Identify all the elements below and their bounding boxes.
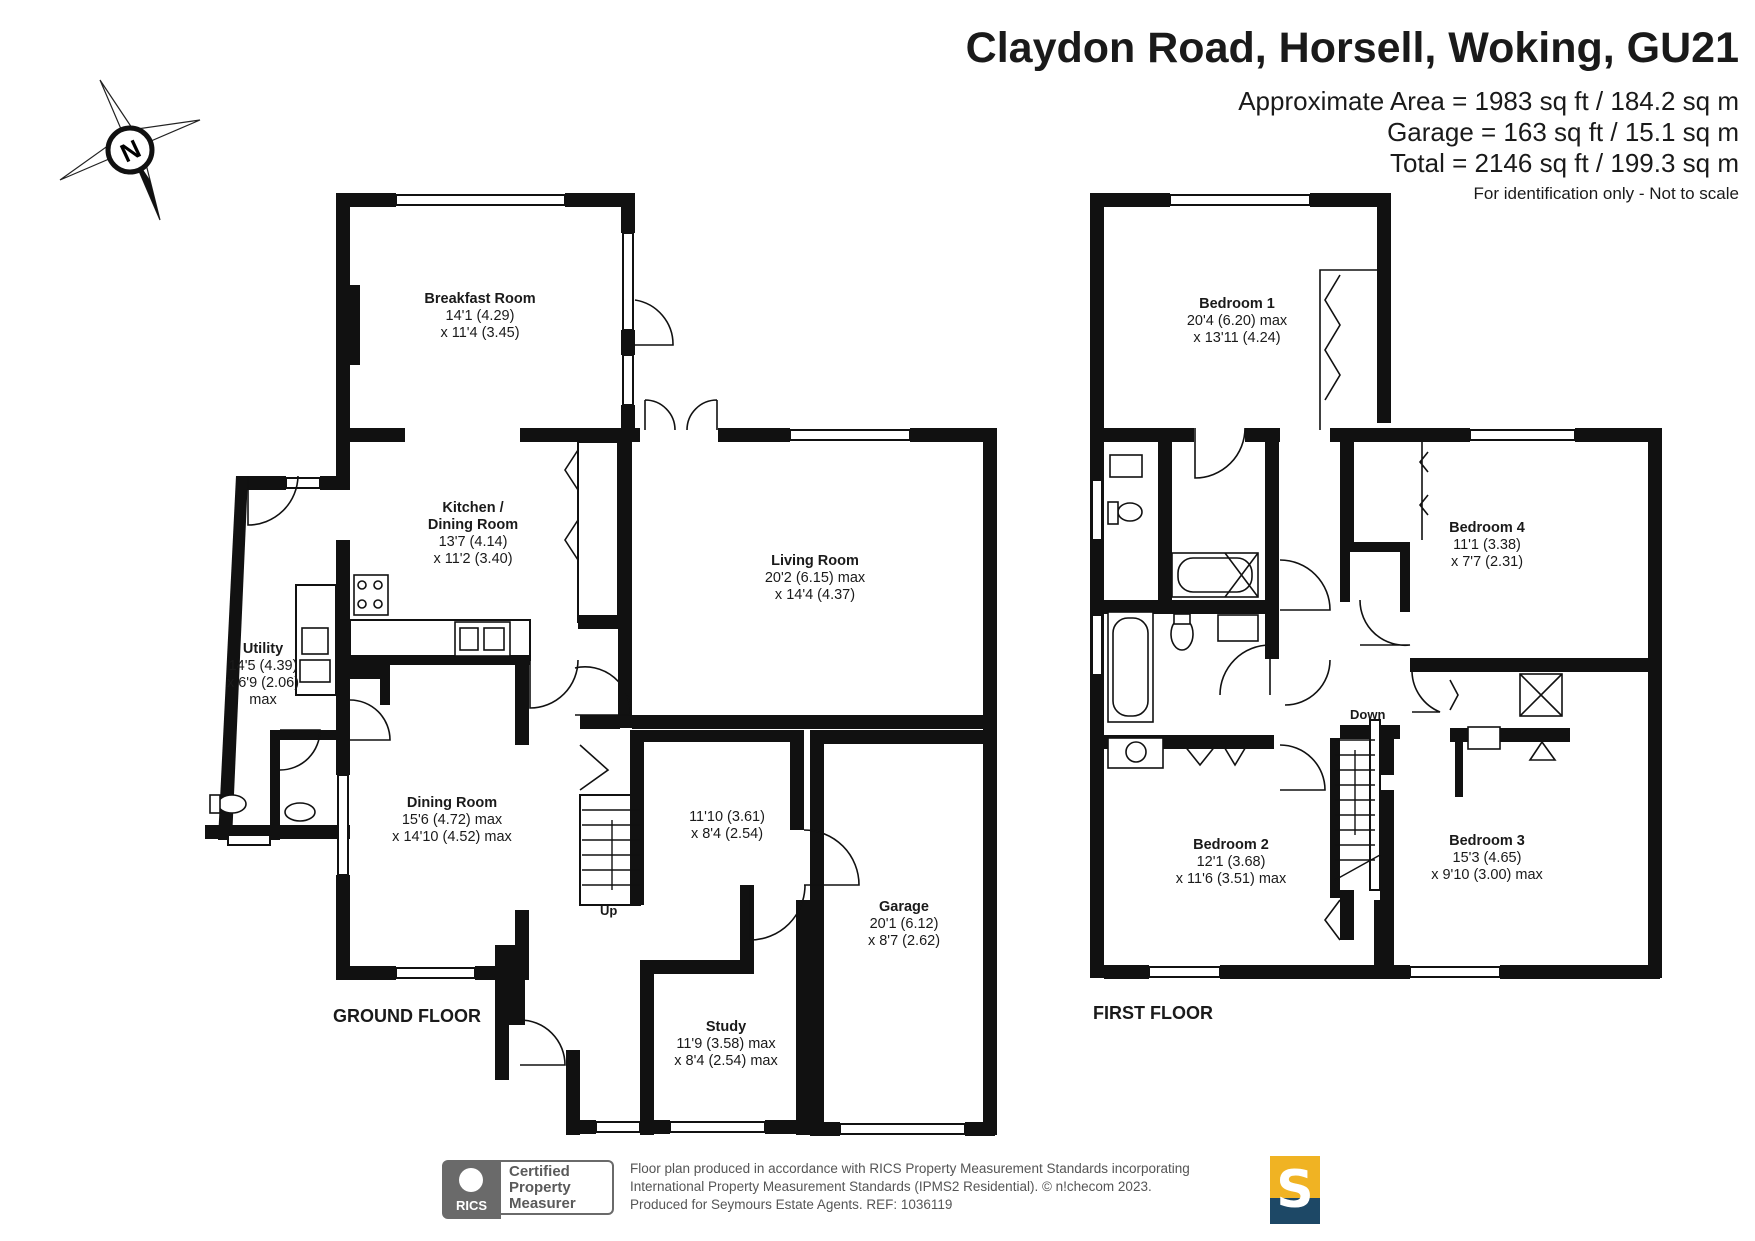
room-living-room: Living Room 20'2 (6.15) max x 14'4 (4.37…: [765, 553, 865, 604]
scale-note: For identification only - Not to scale: [1473, 184, 1739, 203]
certified-property-measurer: Certified Property Measurer: [501, 1160, 614, 1215]
room-dimension: x 8'4 (2.54) max: [674, 1053, 778, 1069]
room-name: Utility: [242, 641, 284, 657]
room-name: Bedroom 1: [1199, 296, 1275, 312]
room-name: Garage: [879, 899, 929, 915]
room-dimension: x 11'4 (3.45): [440, 325, 520, 341]
rics-logo-text: RICS: [455, 1198, 488, 1213]
total-area: Total = 2146 sq ft / 199.3 sq m: [1389, 148, 1739, 178]
room-dimension: x 11'6 (3.51) max: [1175, 871, 1287, 887]
room-dimension: x 13'11 (4.24): [1193, 330, 1281, 346]
room-garage: Garage 20'1 (6.12) x 8'7 (2.62): [868, 899, 940, 950]
room-kitchen-dining: Kitchen / Dining Room 13'7 (4.14) x 11'2…: [428, 500, 518, 568]
cert-line: Measurer: [509, 1195, 576, 1212]
room-dimension: x 9'10 (3.00) max: [1431, 867, 1543, 883]
compass-icon: N: [59, 79, 201, 221]
room-bedroom-3: Bedroom 3 15'3 (4.65) x 9'10 (3.00) max: [1431, 833, 1543, 884]
stairs-up-label: Up: [600, 903, 618, 918]
room-dimension: max: [249, 692, 277, 708]
footer-line: Floor plan produced in accordance with R…: [630, 1161, 1190, 1176]
room-dimension: x 14'4 (4.37): [774, 587, 856, 603]
room-dimension: 15'3 (4.65): [1452, 850, 1522, 866]
room-name: Dining Room: [427, 517, 519, 533]
room-dimension: 12'1 (3.68): [1196, 854, 1266, 870]
room-dimension: x 6'9 (2.06): [226, 675, 300, 691]
rics-logo-icon: RICS: [442, 1160, 501, 1219]
cert-line: Property: [509, 1179, 571, 1196]
room-dimension: x 11'2 (3.40): [433, 551, 513, 567]
room-name: Bedroom 3: [1449, 833, 1525, 849]
room-dimension: 14'1 (4.29): [445, 308, 515, 324]
stairs-down-label: Down: [1350, 707, 1386, 722]
room-bedroom-1: Bedroom 1 20'4 (6.20) max x 13'11 (4.24): [1187, 296, 1287, 347]
room-dimension: 20'1 (6.12): [869, 916, 939, 932]
page-title: Claydon Road, Horsell, Woking, GU21: [965, 24, 1739, 72]
room-dimension: 20'2 (6.15) max: [764, 570, 866, 586]
room-bedroom-2: Bedroom 2 12'1 (3.68) x 11'6 (3.51) max: [1176, 837, 1287, 888]
room-dimension: 20'4 (6.20) max: [1186, 313, 1288, 329]
room-dining-room: Dining Room 15'6 (4.72) max x 14'10 (4.5…: [392, 795, 512, 846]
brand-letter: S: [1276, 1160, 1314, 1220]
room-dimension: x 8'7 (2.62): [867, 933, 941, 949]
room-dimension: 11'10 (3.61): [689, 809, 765, 825]
room-dimension: x 14'10 (4.52) max: [392, 829, 512, 845]
footer-line: International Property Measurement Stand…: [630, 1179, 1152, 1194]
footer-line: Produced for Seymours Estate Agents. REF…: [630, 1197, 953, 1212]
footer-disclaimer: Floor plan produced in accordance with R…: [630, 1160, 1190, 1214]
room-utility: Utility 14'5 (4.39) x 6'9 (2.06) max: [227, 641, 299, 709]
room-dimension: 13'7 (4.14): [438, 534, 508, 550]
room-name: Bedroom 4: [1449, 520, 1525, 536]
room-dimension: 15'6 (4.72) max: [401, 812, 503, 828]
room-dimension: x 8'4 (2.54): [690, 826, 764, 842]
cert-line: Certified: [509, 1163, 570, 1180]
room-dimension: 11'9 (3.58) max: [676, 1036, 776, 1052]
room-store: 11'10 (3.61) x 8'4 (2.54): [689, 809, 765, 843]
room-name: Dining Room: [406, 795, 498, 811]
room-dimension: 11'1 (3.38): [1453, 537, 1521, 553]
room-name: Study: [705, 1019, 747, 1035]
room-dimension: x 7'7 (2.31): [1450, 554, 1524, 570]
room-breakfast-room: Breakfast Room 14'1 (4.29) x 11'4 (3.45): [424, 291, 535, 342]
room-study: Study 11'9 (3.58) max x 8'4 (2.54) max: [674, 1019, 778, 1070]
room-dimension: 14'5 (4.39): [228, 658, 298, 674]
room-name: Living Room: [771, 553, 859, 569]
ground-floor-label: GROUND FLOOR: [333, 1006, 481, 1026]
approx-area: Approximate Area = 1983 sq ft / 184.2 sq…: [1238, 86, 1739, 116]
rics-certified-badge: RICS Certified Property Measurer: [442, 1160, 618, 1219]
room-name: Breakfast Room: [424, 291, 536, 307]
room-name: Kitchen /: [442, 500, 504, 516]
garage-area: Garage = 163 sq ft / 15.1 sq m: [1387, 117, 1739, 147]
seymours-logo-icon: S: [1270, 1156, 1320, 1224]
room-bedroom-4: Bedroom 4 11'1 (3.38) x 7'7 (2.31): [1449, 520, 1525, 571]
room-name: Bedroom 2: [1193, 837, 1269, 853]
first-floor-label: FIRST FLOOR: [1093, 1003, 1213, 1023]
